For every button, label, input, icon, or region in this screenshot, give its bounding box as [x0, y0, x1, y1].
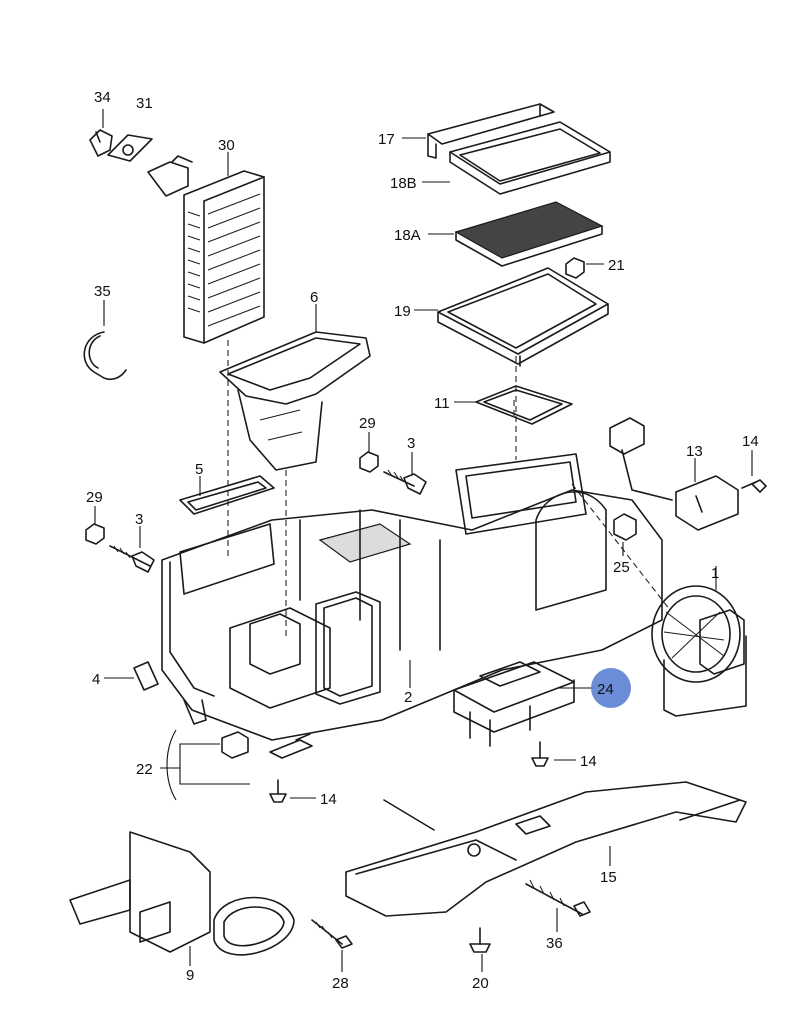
part-3-screw-upper[interactable]: [383, 469, 427, 495]
part-4-bracket[interactable]: [133, 661, 159, 691]
part-14-screw-b[interactable]: [531, 741, 549, 767]
part-18b-filter-frame[interactable]: [449, 121, 611, 195]
part-28-screw[interactable]: [311, 919, 353, 949]
callout-1[interactable]: 1: [711, 565, 719, 582]
part-21-nut[interactable]: [565, 257, 585, 279]
part-1-blower-motor[interactable]: [651, 585, 747, 717]
callout-2[interactable]: 2: [404, 689, 412, 706]
callout-28[interactable]: 28: [332, 975, 349, 992]
part-15-floor-duct[interactable]: [345, 781, 747, 917]
callout-18b[interactable]: 18B: [390, 175, 417, 192]
part-19-housing-upper[interactable]: [437, 267, 609, 367]
callout-14-left[interactable]: 14: [320, 791, 337, 808]
callout-24-highlight[interactable]: [591, 668, 631, 708]
part-20-fastener[interactable]: [469, 927, 491, 953]
callout-34[interactable]: 34: [94, 89, 111, 106]
callout-22[interactable]: 22: [136, 761, 153, 778]
part-2-heater-housing[interactable]: [161, 453, 663, 741]
part-36-strap[interactable]: [525, 879, 591, 917]
callout-9[interactable]: 9: [186, 967, 194, 984]
callout-30[interactable]: 30: [218, 137, 235, 154]
callout-31[interactable]: 31: [136, 95, 153, 112]
callout-29-left[interactable]: 29: [86, 489, 103, 506]
callout-13[interactable]: 13: [686, 443, 703, 460]
part-34-clip[interactable]: [89, 129, 113, 157]
callout-21[interactable]: 21: [608, 257, 625, 274]
callout-25[interactable]: 25: [613, 559, 630, 576]
callout-24[interactable]: 24: [597, 681, 614, 698]
part-31-gasket[interactable]: [107, 134, 153, 162]
callout-14-right[interactable]: 14: [742, 433, 759, 450]
callout-20[interactable]: 20: [472, 975, 489, 992]
part-11-seal[interactable]: [475, 385, 573, 425]
callout-19[interactable]: 19: [394, 303, 411, 320]
part-24-control-unit[interactable]: [453, 661, 575, 747]
callout-35[interactable]: 35: [94, 283, 111, 300]
part-14-screw-c[interactable]: [269, 779, 287, 803]
part-30-heater-core[interactable]: [147, 155, 265, 344]
part-29-grommet-left[interactable]: [85, 523, 105, 545]
callout-4[interactable]: 4: [92, 671, 100, 688]
callout-36[interactable]: 36: [546, 935, 563, 952]
part-13-flap-motor[interactable]: [609, 417, 739, 531]
part-18a-pollen-filter[interactable]: [454, 201, 604, 267]
callout-3-upper[interactable]: 3: [407, 435, 415, 452]
callout-18a[interactable]: 18A: [394, 227, 421, 244]
callout-5[interactable]: 5: [195, 461, 203, 478]
part-9-footwell-outlet[interactable]: [69, 831, 295, 956]
part-6-air-duct[interactable]: [219, 331, 371, 471]
part-14-screw-a[interactable]: [741, 479, 767, 493]
part-29-grommet-upper[interactable]: [359, 451, 379, 473]
part-3-screw-left[interactable]: [109, 545, 155, 573]
callout-3-left[interactable]: 3: [135, 511, 143, 528]
part-17-filter-cover[interactable]: [427, 103, 555, 159]
part-25-grommet[interactable]: [613, 513, 637, 541]
callout-29-upper[interactable]: 29: [359, 415, 376, 432]
callout-6[interactable]: 6: [310, 289, 318, 306]
callout-15[interactable]: 15: [600, 869, 617, 886]
callout-11[interactable]: 11: [434, 395, 450, 412]
callout-17[interactable]: 17: [378, 131, 395, 148]
part-35-hose-clamp[interactable]: [83, 331, 127, 381]
callout-14-mid[interactable]: 14: [580, 753, 597, 770]
part-22-clips[interactable]: [221, 731, 313, 759]
part-5-gasket[interactable]: [179, 475, 275, 515]
